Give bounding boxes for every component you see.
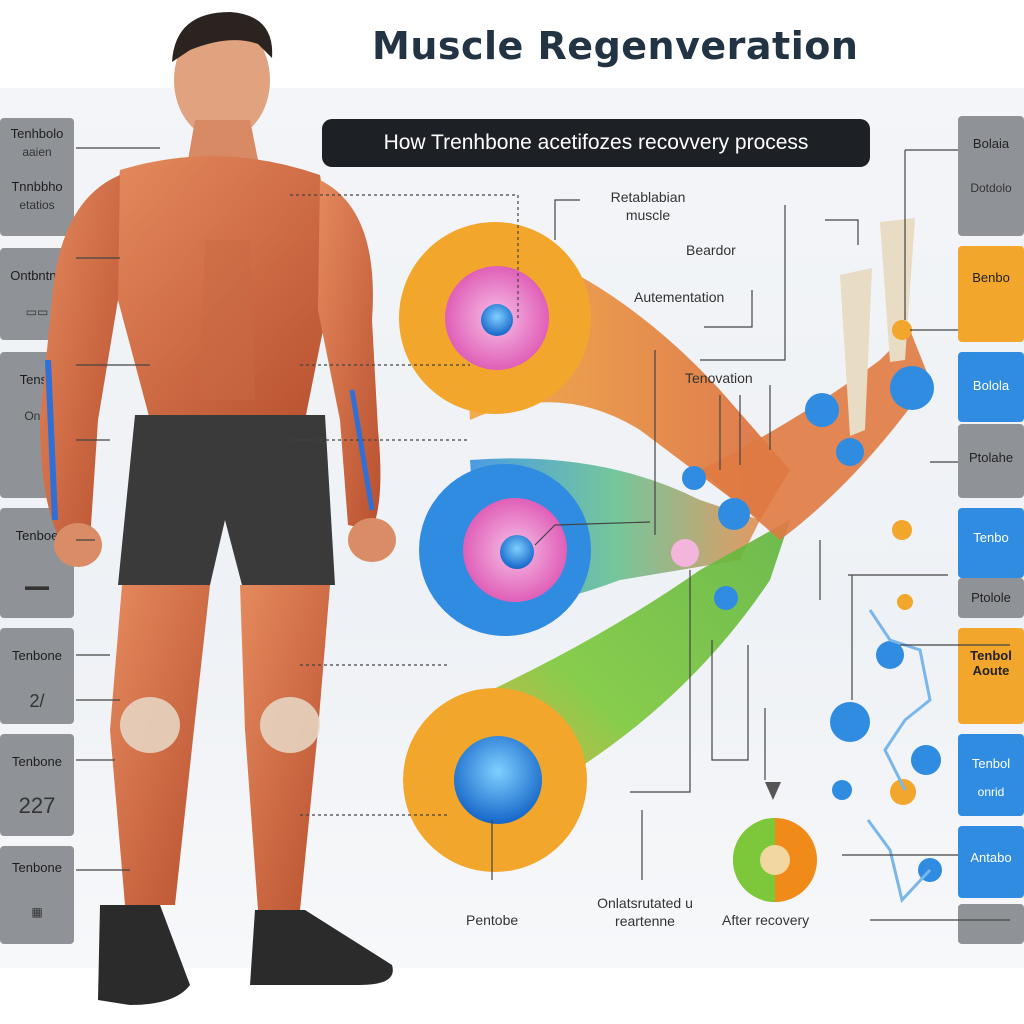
down-arrow-icon xyxy=(765,782,781,800)
label-after: After recovery xyxy=(722,912,810,928)
left-card-7-title: Tenbone xyxy=(12,860,62,875)
athlete-left-arm-vein xyxy=(45,359,58,521)
label-tenovation: Tenovation xyxy=(685,370,753,386)
athlete-left-shoe xyxy=(98,905,190,1005)
after-recovery-cell xyxy=(733,818,817,902)
left-card-5: Tenbone 2/ xyxy=(0,628,74,724)
left-card-7: Tenbone ▦ xyxy=(0,846,74,944)
athlete-right-fist xyxy=(348,518,396,562)
left-card-1-sub-b: etatios xyxy=(19,198,55,212)
right-card-3: Bolola xyxy=(958,352,1024,422)
label-muscle: Retablabian muscle xyxy=(610,189,686,223)
right-card-4b: Ptolole xyxy=(958,578,1024,618)
left-card-4-icon: ▬▬ xyxy=(25,579,49,593)
right-card-3-sub: Ptolahe xyxy=(968,450,1014,465)
athlete-right-arm xyxy=(318,180,381,530)
athlete-left-fist xyxy=(54,523,102,567)
left-card-6: Tenbone 227 xyxy=(0,734,74,836)
molecule-chains xyxy=(866,609,932,904)
athlete-right-shoe xyxy=(250,910,393,985)
fiber-bundle-tendon xyxy=(700,330,930,540)
athlete-torso xyxy=(110,156,335,420)
right-card-7: Antabo xyxy=(958,826,1024,898)
right-card-4-title: Tenbo xyxy=(973,530,1009,545)
right-card-6-title: Tenbol xyxy=(971,756,1011,771)
right-card-7-title: Antabo xyxy=(970,850,1012,865)
molecules xyxy=(671,366,942,882)
left-card-1: Tenhbolo aaien Tnnbbho etatios xyxy=(0,118,74,236)
left-card-2-icon: ▭▭ xyxy=(25,305,49,319)
left-card-5-title: Tenbone xyxy=(12,648,62,663)
left-card-7-icon: ▦ xyxy=(31,905,43,919)
right-card-2: Benbo xyxy=(958,246,1024,342)
right-card-4-sub: Ptolole xyxy=(971,590,1011,605)
bone-left xyxy=(840,268,872,436)
right-card-3-title: Bolola xyxy=(972,378,1010,393)
athlete-left-knee xyxy=(120,697,180,753)
athlete-right-knee xyxy=(260,697,320,753)
right-card-5-title: Tenbol Aoute xyxy=(970,648,1012,678)
athlete-right-arm-vein xyxy=(349,389,375,511)
label-before: Pentobe xyxy=(466,912,519,928)
left-card-1-title: Tenhbolo xyxy=(10,126,64,141)
left-card-6-title: Tenbone xyxy=(12,754,62,769)
right-card-5: Tenbol Aoute xyxy=(958,628,1024,724)
left-card-1-title-b: Tnnbbho xyxy=(11,179,63,194)
athlete-figure xyxy=(40,12,396,1005)
molecule-orange-nodes xyxy=(890,320,916,805)
right-card-2-title: Benbo xyxy=(972,270,1010,285)
cross-section-top xyxy=(399,222,591,414)
right-card-7b xyxy=(958,904,1024,944)
athlete-left-arm xyxy=(40,175,120,540)
right-card-1: Bolaia Dotdolo xyxy=(958,116,1024,236)
right-card-1-sub: Dotdolo xyxy=(970,181,1012,195)
subtitle-banner: How Trenhbone acetifozes recovvery proce… xyxy=(322,119,870,167)
leader-lines xyxy=(76,147,1010,921)
left-card-5-sub: 2/ xyxy=(29,691,45,711)
left-card-6-sub: 227 xyxy=(18,793,56,818)
athlete-hair xyxy=(172,12,273,62)
athlete-neck xyxy=(188,120,258,160)
athlete-abs xyxy=(200,240,255,400)
label-beardor: Beardor xyxy=(686,242,736,258)
right-card-4: Tenbo xyxy=(958,508,1024,578)
label-autementation: Autementation xyxy=(634,289,725,305)
left-card-2-title: Ontbntne xyxy=(10,268,64,283)
label-during: Onlatsrutated u reartenne xyxy=(597,895,693,929)
left-card-4-title: Tenboe xyxy=(15,528,59,543)
athlete-head xyxy=(174,20,270,140)
left-card-1-sub: aaien xyxy=(22,145,52,159)
right-card-1-title: Bolaia xyxy=(972,136,1010,151)
right-card-6: Tenbol onrid xyxy=(958,734,1024,816)
left-card-4: Tenboe ▬▬ xyxy=(0,508,74,618)
cross-section-middle xyxy=(419,464,591,636)
cross-section-bottom xyxy=(403,688,587,872)
right-card-3b: Ptolahe xyxy=(958,424,1024,498)
page-title: Muscle Regenveration xyxy=(372,24,859,68)
athlete-shorts xyxy=(118,415,335,585)
right-card-6-sub: onrid xyxy=(977,785,1005,799)
